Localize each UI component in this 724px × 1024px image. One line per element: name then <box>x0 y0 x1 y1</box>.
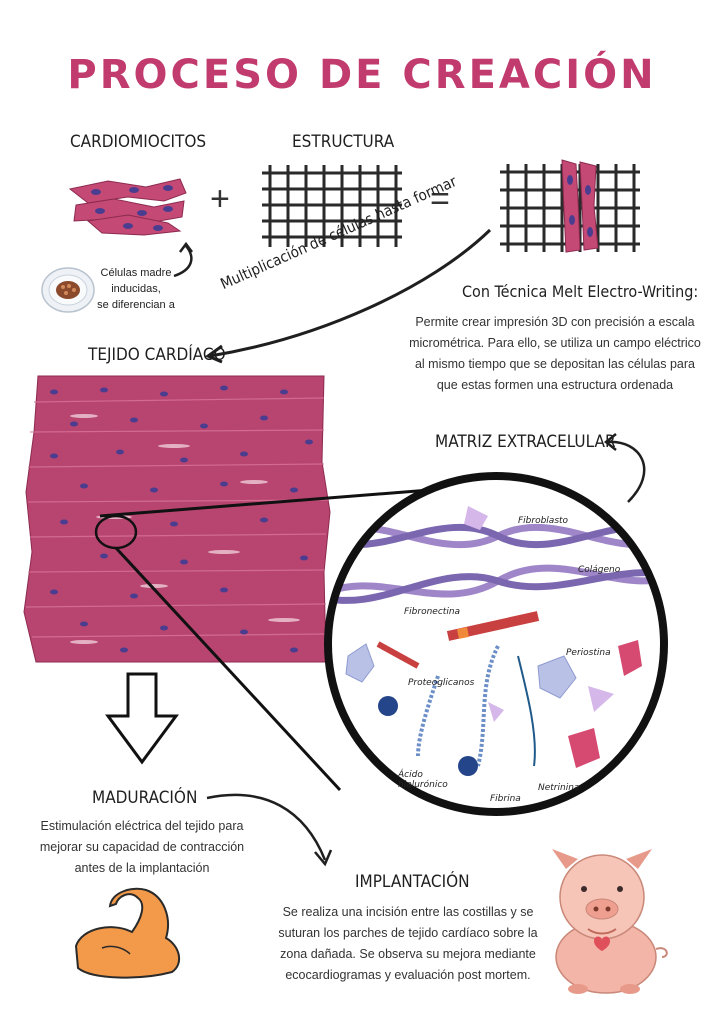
plus-sign: + <box>210 180 230 218</box>
cardiomyocytes-illustration <box>68 178 187 236</box>
page-title: PROCESO DE CREACIÓN <box>67 52 657 98</box>
flexed-arm-icon <box>74 887 181 979</box>
scaffold-grid <box>262 165 402 247</box>
implantation-header: IMPLANTACIÓN <box>355 872 470 892</box>
cardiac-tissue-illustration <box>23 375 331 663</box>
ecm-arrow <box>603 433 646 503</box>
ecm-magnified-circle <box>324 472 668 816</box>
technique-line-1: Permite crear impresión 3D con precisión… <box>415 315 695 329</box>
label-fibronectin: Fibronectina <box>404 607 461 617</box>
label-hyaluronic-1: Ácido <box>398 770 423 780</box>
technique-text: Permite crear impresión 3D con precisión… <box>405 312 705 396</box>
cardiomyocytes-header: CARDIOMIOCITOS <box>70 132 207 152</box>
technique-title: Con Técnica Melt Electro-Writing: <box>462 282 699 301</box>
maturation-text: Estimulación eléctrica del tejido para m… <box>22 816 262 879</box>
stem-cells-note: Células madre inducidas, se diferencian … <box>96 265 176 313</box>
maturation-down-arrow <box>105 672 179 765</box>
technique-line-3: al mismo tiempo que se depositan las cél… <box>414 357 695 371</box>
stem-cells-arrow <box>173 241 193 278</box>
stem-cells-line-2: inducidas, <box>111 283 161 295</box>
equals-sign: = <box>430 180 450 218</box>
stem-cells-line-3: se diferencian a <box>97 299 175 311</box>
implantation-arrow <box>206 793 333 867</box>
maturation-line-3: antes de la implantación <box>74 861 210 875</box>
implantation-text: Se realiza una incisión entre las costil… <box>258 902 558 986</box>
label-periostin: Periostina <box>566 648 611 658</box>
maturation-line-1: Estimulación eléctrica del tejido para <box>40 819 244 833</box>
technique-line-2: micrométrica. Para ello, se utiliza un c… <box>409 336 701 350</box>
pig-icon <box>552 849 668 994</box>
label-fibroblast: Fibroblasto <box>518 516 569 526</box>
cardiac-tissue-header: TEJIDO CARDÍACO <box>88 345 226 365</box>
seeded-scaffold <box>500 159 640 253</box>
implantation-line-3: zona dañada. Se observa su mejora median… <box>280 947 536 961</box>
label-hyaluronic-2: hialurónico <box>398 780 448 790</box>
ecm-header: MATRIZ EXTRACELULAR <box>435 432 616 452</box>
multiplication-arrow <box>204 228 492 364</box>
label-netrin: Netrinina <box>538 783 580 793</box>
label-fibrin: Fibrina <box>490 794 521 804</box>
maturation-header: MADURACIÓN <box>92 788 198 808</box>
stem-cells-line-1: Células madre <box>100 267 172 279</box>
structure-header: ESTRUCTURA <box>292 132 395 152</box>
petri-dish-icon <box>41 267 95 313</box>
technique-line-4: que estas formen una estructura ordenada <box>436 378 674 392</box>
maturation-line-2: mejorar su capacidad de contracción <box>39 840 245 854</box>
label-proteoglycans: Proteoglicanos <box>408 678 475 688</box>
label-collagen: Colágeno <box>578 565 621 575</box>
implantation-line-4: ecocardiogramas y evaluación post mortem… <box>285 968 531 982</box>
implantation-line-2: suturan los parches de tejido cardíaco s… <box>278 926 538 940</box>
implantation-line-1: Se realiza una incisión entre las costil… <box>282 905 534 919</box>
